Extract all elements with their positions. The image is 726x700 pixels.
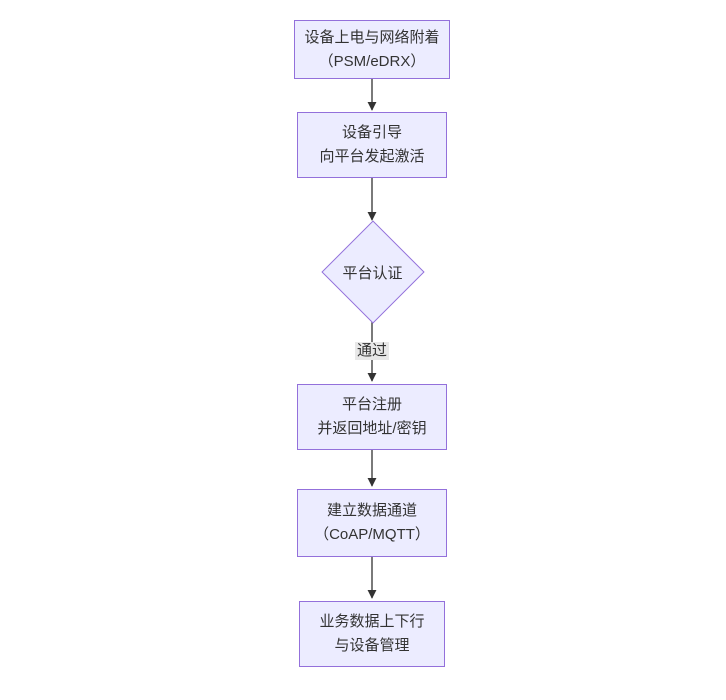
- node-business-data-line1: 业务数据上下行: [319, 613, 425, 630]
- node-bootstrap-line2: 向平台发起激活: [319, 148, 425, 165]
- node-data-channel-line1: 建立数据通道: [326, 502, 417, 519]
- node-bootstrap-line1: 设备引导: [341, 124, 402, 141]
- node-power-attach: 设备上电与网络附着 （PSM/eDRX）: [294, 20, 450, 79]
- edge-label-pass: 通过: [354, 342, 390, 360]
- node-data-channel: 建立数据通道 （CoAP/MQTT）: [297, 489, 447, 557]
- node-bootstrap: 设备引导 向平台发起激活: [297, 112, 447, 178]
- node-platform-auth-label: 平台认证: [342, 264, 403, 282]
- node-power-attach-line2: （PSM/eDRX）: [318, 52, 426, 70]
- node-platform-register: 平台注册 并返回地址/密钥: [297, 384, 447, 450]
- node-business-data: 业务数据上下行 与设备管理: [299, 601, 445, 667]
- node-business-data-line2: 与设备管理: [334, 637, 410, 654]
- node-platform-register-line1: 平台注册: [341, 396, 402, 413]
- node-platform-register-line2: 并返回地址/密钥: [317, 420, 427, 437]
- node-power-attach-line1: 设备上电与网络附着: [304, 28, 440, 46]
- node-data-channel-line2: （CoAP/MQTT）: [314, 526, 430, 543]
- node-platform-auth: 平台认证: [320, 220, 425, 324]
